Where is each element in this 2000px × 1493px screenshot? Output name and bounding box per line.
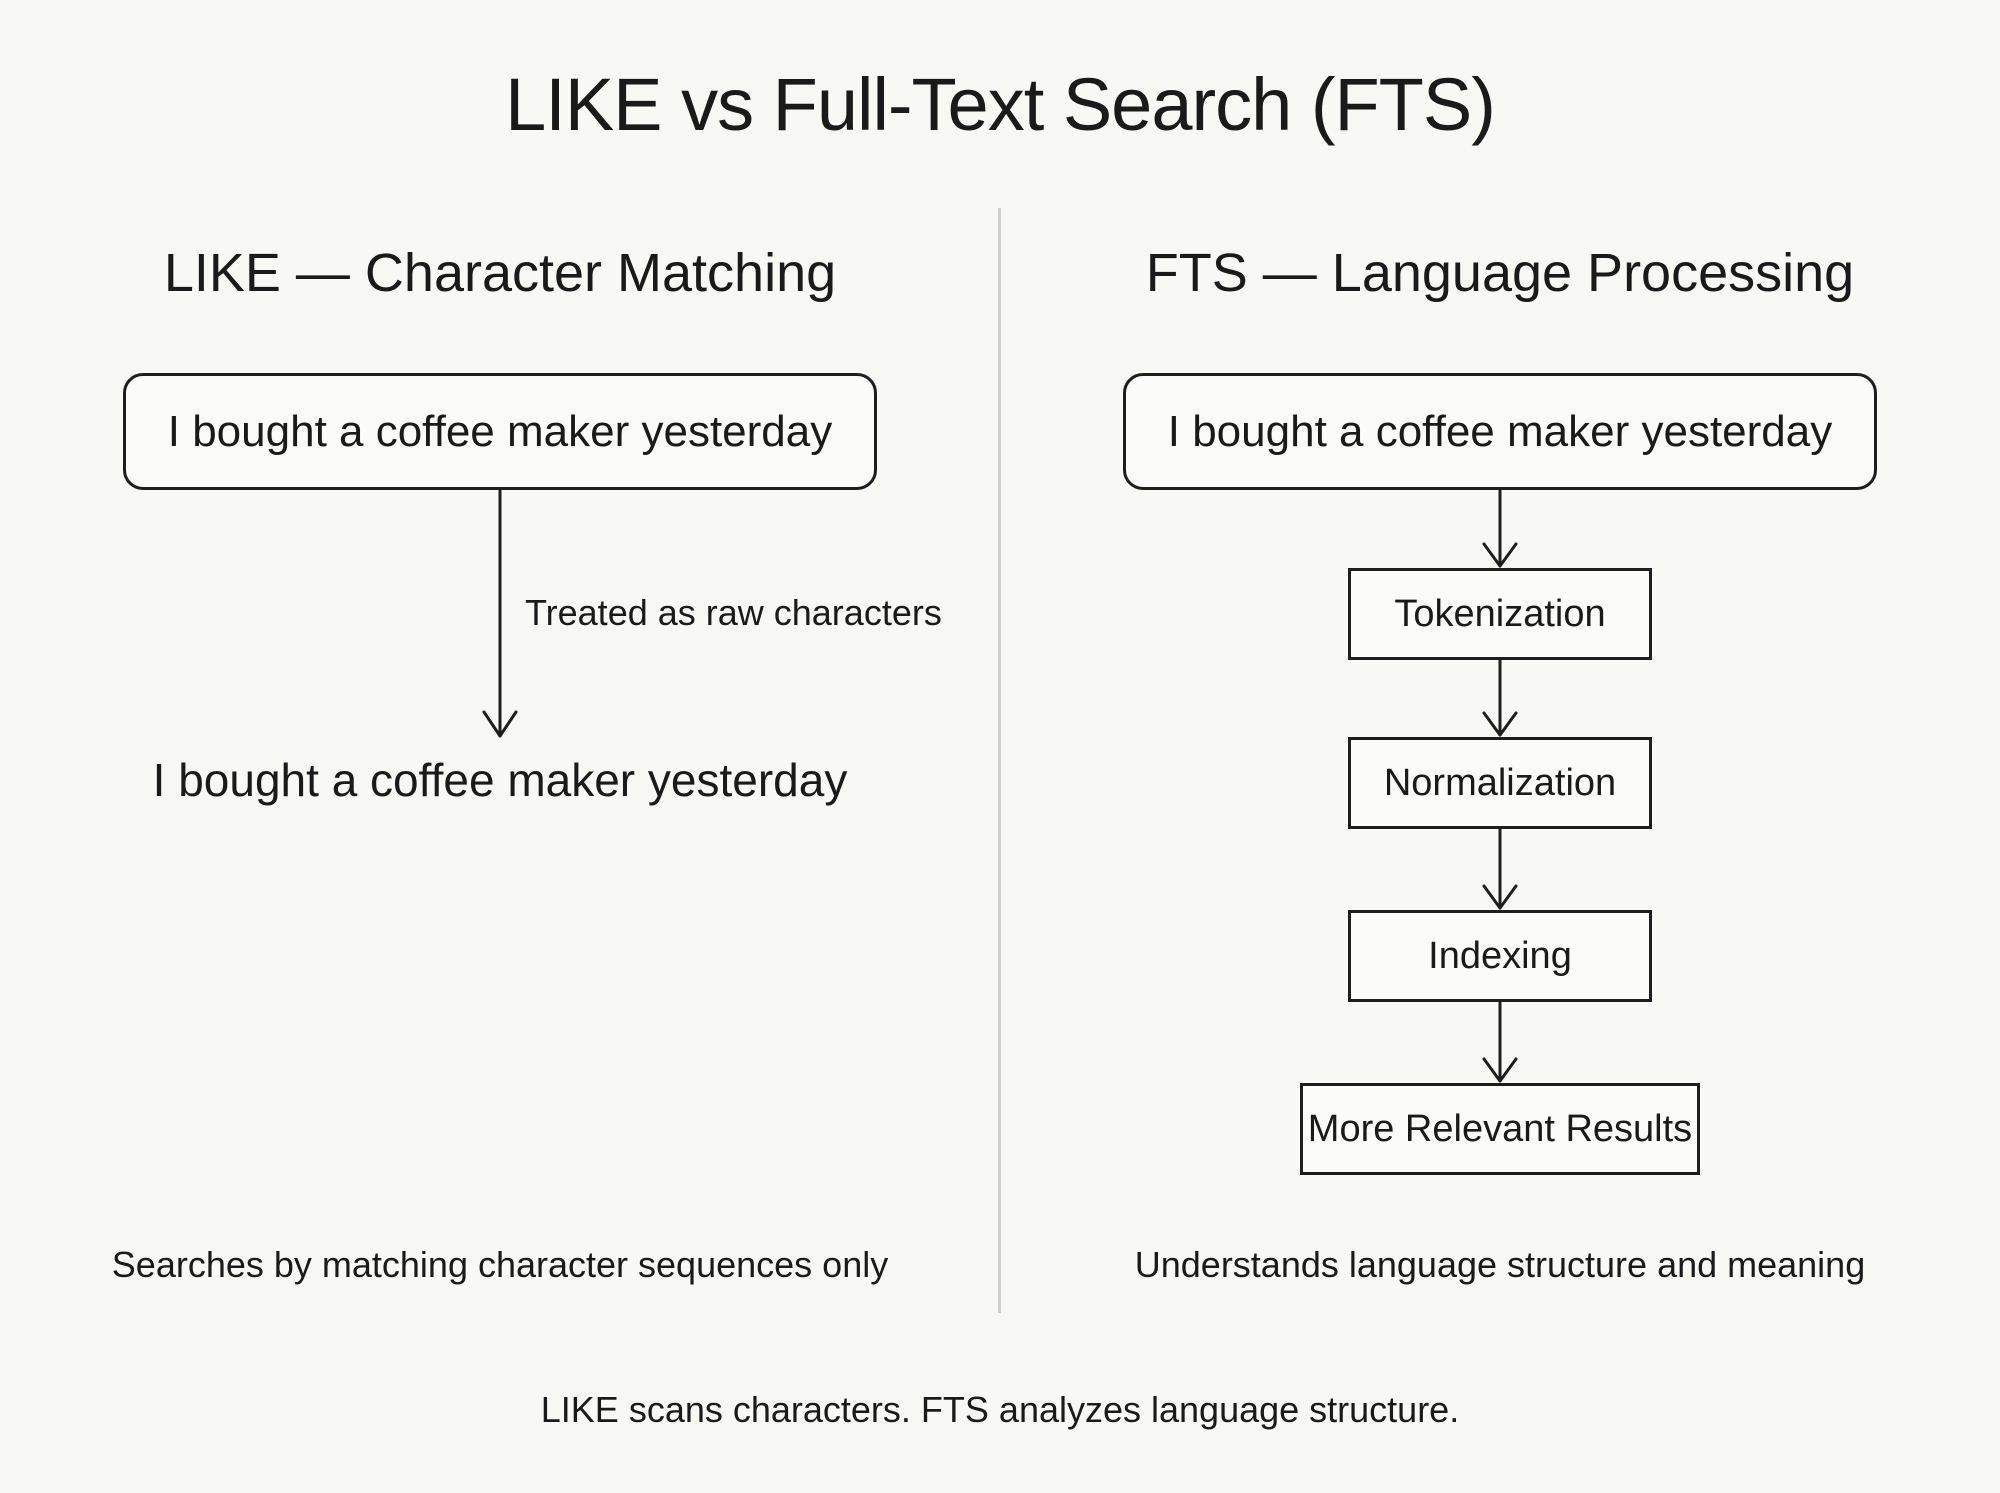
fts-step-label: Normalization xyxy=(1383,761,1617,804)
like-caption: Searches by matching character sequences… xyxy=(111,1244,889,1285)
fts-step-indexing: Indexing xyxy=(1348,910,1652,1002)
fts-arrow-4 xyxy=(1482,1000,1518,1083)
fts-arrow-2 xyxy=(1482,658,1518,737)
like-arrow xyxy=(482,488,518,738)
fts-heading: FTS — Language Processing xyxy=(1145,243,1855,303)
diagram-title: LIKE vs Full-Text Search (FTS) xyxy=(505,63,1496,146)
fts-input-box: I bought a coffee maker yesterday xyxy=(1123,373,1877,490)
fts-step-label: Tokenization xyxy=(1394,592,1606,635)
like-output-text: I bought a coffee maker yesterday xyxy=(152,754,848,806)
fts-arrow-1 xyxy=(1482,488,1518,568)
like-heading: LIKE — Character Matching xyxy=(163,243,837,303)
like-input-text: I bought a coffee maker yesterday xyxy=(167,406,833,456)
fts-caption: Understands language structure and meani… xyxy=(1134,1244,1866,1285)
fts-arrow-3 xyxy=(1482,827,1518,910)
fts-step-label: More Relevant Results xyxy=(1307,1107,1693,1150)
fts-step-tokenization: Tokenization xyxy=(1348,568,1652,660)
fts-step-normalization: Normalization xyxy=(1348,737,1652,829)
fts-step-label: Indexing xyxy=(1428,934,1572,977)
fts-step-results: More Relevant Results xyxy=(1300,1083,1700,1175)
column-divider xyxy=(998,208,1001,1313)
like-input-box: I bought a coffee maker yesterday xyxy=(123,373,877,490)
fts-input-text: I bought a coffee maker yesterday xyxy=(1167,406,1833,456)
like-arrow-note: Treated as raw characters xyxy=(525,592,942,633)
footer-summary: LIKE scans characters. FTS analyzes lang… xyxy=(540,1389,1460,1430)
